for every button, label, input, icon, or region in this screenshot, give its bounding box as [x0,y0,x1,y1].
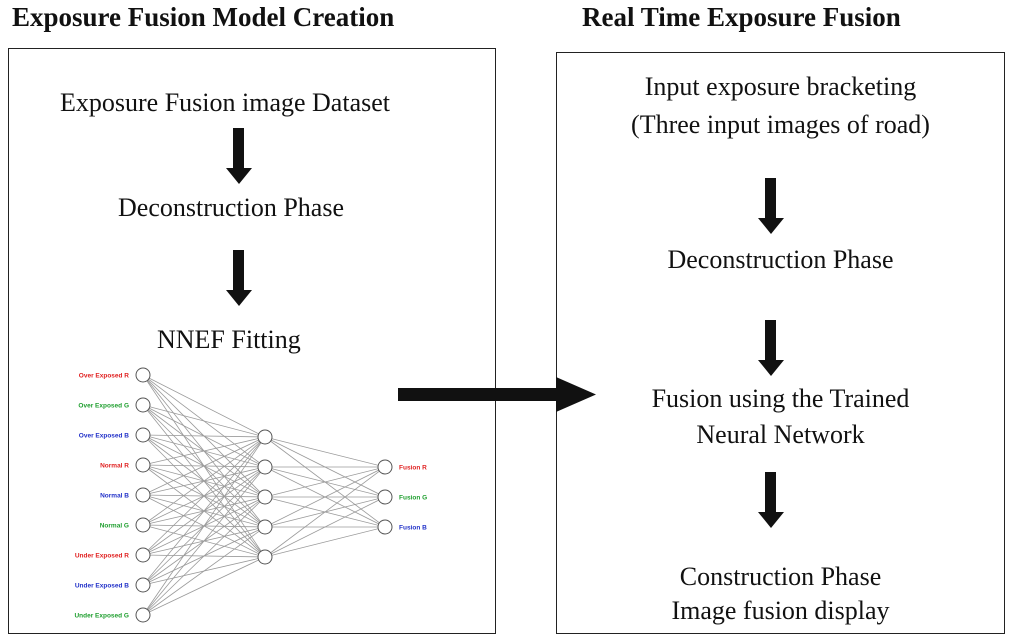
output-node-label: Fusion R [399,465,427,472]
deconstruction-step-right: Deconstruction Phase [667,245,894,274]
model-creation-panel [8,48,496,634]
nnef-fitting-step: NNEF Fitting [157,325,301,354]
network-connection [264,466,386,528]
input-node-label: Under Exposed G [74,613,129,620]
input-node-label: Normal G [100,523,129,530]
network-connection [142,556,266,616]
network-connection [142,374,266,438]
input-node-label: Over Exposed R [79,373,130,380]
down-arrow-icon [225,128,252,184]
input-node [135,547,151,563]
input-node [135,457,151,473]
fusion-step-line1: Fusion using the Trained [651,384,910,413]
input-node [135,517,151,533]
network-connection [264,526,386,558]
hidden-node [257,519,273,535]
network-connection [142,434,266,438]
input-bracketing-line1: Input exposure bracketing [644,72,917,101]
network-connection [264,496,386,558]
down-arrow-icon [757,320,784,376]
neural-network-diagram: Over Exposed R Over Exposed G Over Exposed… [74,367,427,623]
input-node-label: Normal R [100,463,129,470]
network-connection [264,466,386,498]
network-connection [264,436,386,468]
input-node [135,577,151,593]
network-connection [142,436,266,616]
network-connection [142,466,266,616]
network-connection [142,526,266,616]
network-connection [142,496,266,616]
input-node-label: Normal B [100,493,129,500]
real-time-panel [556,52,1005,634]
hidden-node [257,459,273,475]
input-node-label: Over Exposed G [78,403,129,410]
network-connection [264,466,386,558]
input-node [135,427,151,443]
right-arrow-icon [398,377,596,412]
hidden-node [257,549,273,565]
dataset-step: Exposure Fusion image Dataset [60,88,390,117]
input-node-label: Under Exposed B [75,583,129,590]
output-node [377,459,393,475]
input-node [135,487,151,503]
network-connection [142,404,266,438]
left-title: Exposure Fusion Model Creation [12,2,395,32]
output-node [377,489,393,505]
network-connection [142,436,266,496]
network-connection [142,436,266,556]
input-node [135,607,151,623]
fusion-step-line2: Neural Network [696,420,865,449]
input-node-label: Under Exposed R [75,553,129,560]
network-connection [142,436,266,526]
deconstruction-step-left: Deconstruction Phase [118,193,345,222]
construction-step-line1: Construction Phase [679,562,882,591]
input-node [135,367,151,383]
input-node [135,397,151,413]
down-arrow-icon [757,178,784,234]
down-arrow-icon [225,250,252,306]
hidden-node [257,489,273,505]
network-connection [142,436,266,586]
output-node [377,519,393,535]
input-node-label: Over Exposed B [79,433,130,440]
output-node-label: Fusion G [399,495,427,502]
input-bracketing-line2: (Three input images of road) [631,110,930,139]
right-title: Real Time Exposure Fusion [582,2,901,32]
hidden-node [257,429,273,445]
down-arrow-icon [757,472,784,528]
network-connection [142,436,266,466]
construction-step-line2: Image fusion display [671,596,890,625]
output-node-label: Fusion B [399,525,427,532]
